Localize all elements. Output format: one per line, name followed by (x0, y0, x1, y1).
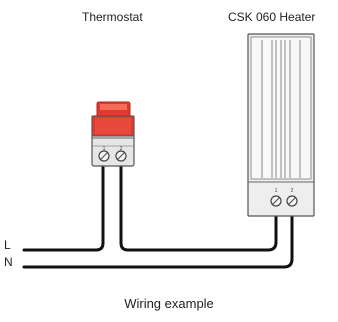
svg-text:2: 2 (120, 146, 123, 152)
thermostat-label: Thermostat (82, 10, 143, 24)
line-n-label: N (4, 255, 13, 269)
wire-n (22, 204, 294, 269)
heater-device: 1 2 (247, 33, 315, 217)
svg-text:1: 1 (103, 146, 106, 152)
wires (22, 160, 294, 269)
heater-label: CSK 060 Heater (228, 10, 316, 24)
line-l-label: L (4, 238, 11, 252)
wire-thermo-heater (119, 160, 278, 252)
wire-l (22, 160, 105, 252)
svg-text:1: 1 (275, 188, 278, 194)
diagram-caption: Wiring example (124, 296, 214, 311)
thermostat-device: 1 2 (91, 101, 135, 167)
svg-text:2: 2 (291, 188, 294, 194)
